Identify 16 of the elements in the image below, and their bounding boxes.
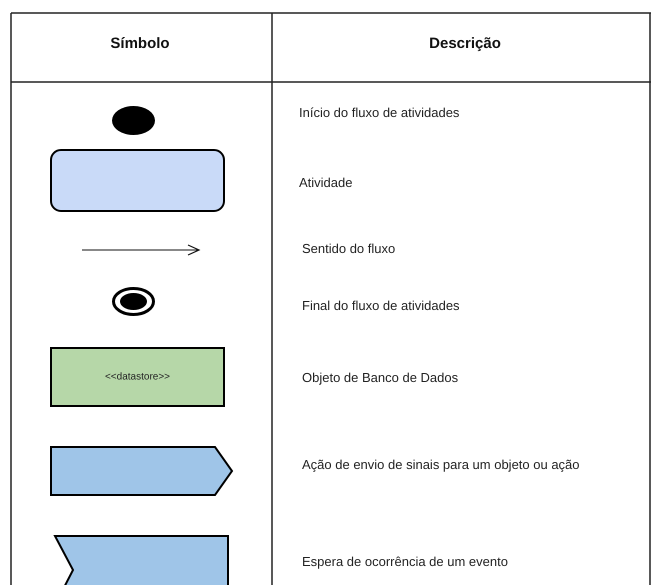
activity-symbol bbox=[50, 149, 225, 212]
send-signal-symbol bbox=[50, 446, 233, 496]
column-header: Símbolo bbox=[109, 36, 171, 51]
symbol-description: Espera de ocorrência de um evento bbox=[302, 554, 509, 569]
symbol-description: Início do fluxo de atividades bbox=[299, 105, 460, 120]
stereotype-label: <<datastore>> bbox=[104, 372, 172, 382]
symbol-description: Atividade bbox=[299, 175, 354, 190]
symbol-description: Ação de envio de sinais para um objeto ou ação bbox=[302, 457, 581, 472]
symbol-description: Sentido do fluxo bbox=[302, 241, 396, 256]
accept-event-symbol bbox=[54, 535, 229, 585]
column-header: Descrição bbox=[428, 36, 502, 51]
symbol-description: Final do fluxo de atividades bbox=[302, 298, 461, 313]
start-node-symbol bbox=[112, 106, 155, 135]
end-node-symbol bbox=[112, 287, 155, 316]
symbol-description: Objeto de Banco de Dados bbox=[302, 370, 460, 385]
datastore-box bbox=[50, 347, 225, 407]
